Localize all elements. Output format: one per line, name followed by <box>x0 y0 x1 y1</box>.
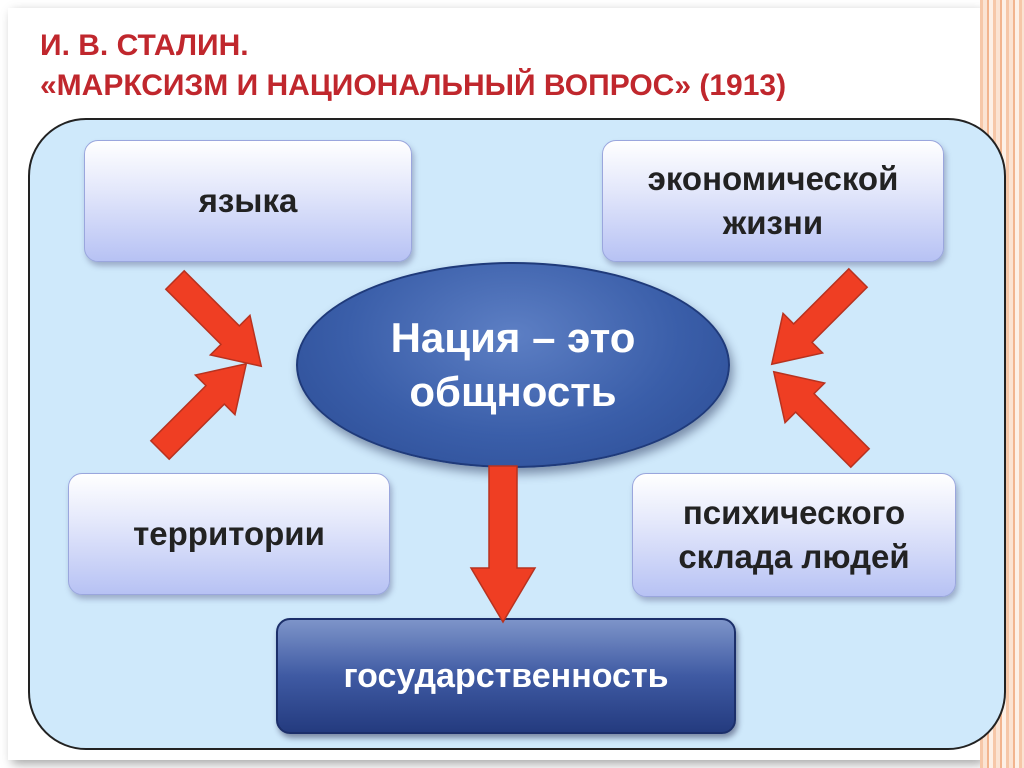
center-line-2: общность <box>409 368 617 415</box>
box-language: языка <box>84 140 412 262</box>
box-territory: территории <box>68 473 390 595</box>
box-psychological-makeup-line-1: психического <box>682 494 906 531</box>
box-economic-life-line-2: жизни <box>722 204 824 241</box>
box-territory-label: территории <box>133 515 325 552</box>
box-statehood-label: государственность <box>343 656 669 695</box>
box-economic-life: экономической жизни <box>602 140 944 262</box>
center-ellipse-nation: Нация – это общность <box>296 262 730 468</box>
title-line-1: И. В. СТАЛИН. <box>40 29 249 62</box>
box-language-label: языка <box>198 182 298 219</box>
slide-title: И. В. СТАЛИН. «МАРКСИЗМ И НАЦИОНАЛЬНЫЙ В… <box>40 26 786 106</box>
title-line-2: «МАРКСИЗМ И НАЦИОНАЛЬНЫЙ ВОПРОС» (1913) <box>40 69 787 102</box>
box-economic-life-line-1: экономической <box>647 160 899 197</box>
box-psychological-makeup: психического склада людей <box>632 473 956 597</box>
box-statehood: государственность <box>276 618 736 734</box>
center-line-1: Нация – это <box>390 314 636 361</box>
box-psychological-makeup-line-2: склада людей <box>678 538 910 575</box>
